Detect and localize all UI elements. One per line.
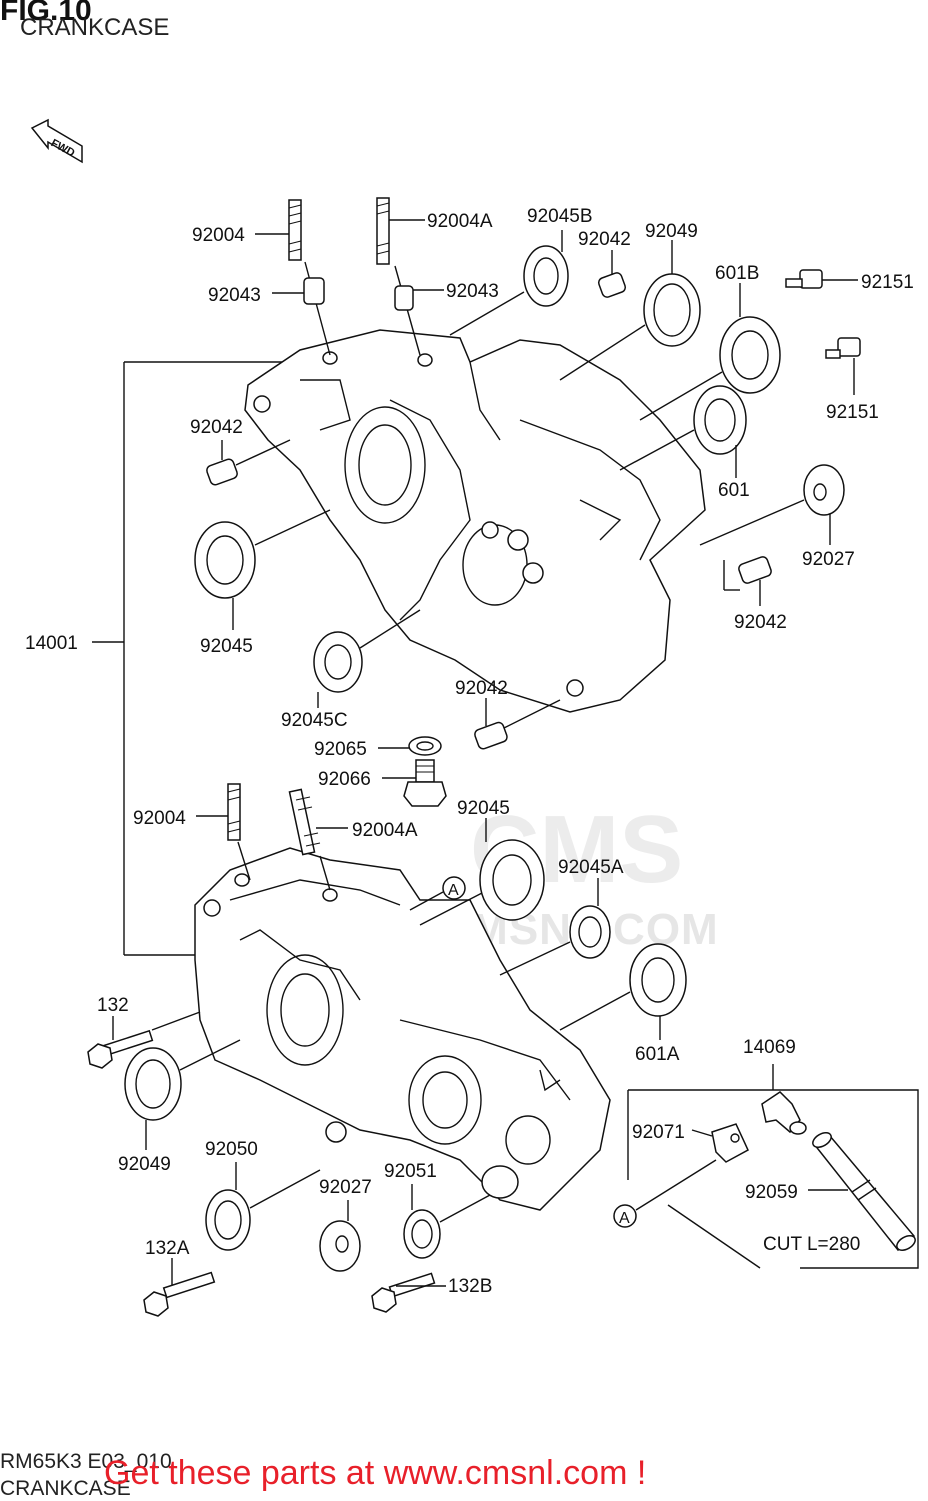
- label-14069: 14069: [743, 1037, 796, 1058]
- label-92151-bottom: 92151: [826, 402, 879, 423]
- label-92065: 92065: [314, 739, 367, 760]
- seal-92049-lower: [124, 1039, 241, 1150]
- label-92043-right: 92043: [446, 281, 499, 302]
- label-92045b: 92045B: [527, 206, 593, 227]
- bolt-132b: [371, 1272, 446, 1313]
- label-92004-lower: 92004: [133, 808, 186, 829]
- pin-92042-right: [723, 556, 772, 606]
- label-132: 132: [97, 995, 129, 1016]
- bearing-92045a: [499, 878, 611, 976]
- bearing-92045c: [313, 609, 421, 708]
- label-92042-left: 92042: [190, 417, 243, 438]
- breather-assembly-14069: [627, 1064, 919, 1269]
- seal-92051: [403, 1184, 491, 1259]
- bearing-92045b: [449, 230, 569, 336]
- drain-plug-92066: [382, 759, 447, 807]
- label-92045c: 92045C: [281, 710, 348, 731]
- label-92045-left: 92045: [200, 636, 253, 657]
- bearing-601a: [559, 943, 687, 1040]
- label-601b: 601B: [715, 263, 759, 284]
- label-92027-right: 92027: [802, 549, 855, 570]
- bearing-601b: [639, 283, 781, 421]
- footer-code: RM65K3 E03_010: [0, 1450, 172, 1473]
- label-14001: 14001: [25, 633, 78, 654]
- label-92045a: 92045A: [558, 857, 624, 878]
- seal-92050: [205, 1162, 321, 1251]
- stud-92004a-lower: [288, 788, 348, 891]
- pin-92042-center: [474, 698, 561, 750]
- fwd-arrow-icon: FWD: [30, 118, 83, 164]
- label-92050: 92050: [205, 1139, 258, 1160]
- label-92042-center: 92042: [455, 678, 508, 699]
- elbow-fitting: [761, 1091, 807, 1135]
- bolt-92151-bottom: [825, 337, 861, 395]
- label-92066: 92066: [318, 769, 371, 790]
- pin-92042-left: [206, 439, 291, 486]
- washer-92027-right: [699, 464, 845, 546]
- label-92049-lower: 92049: [118, 1154, 171, 1175]
- upper-crankcase-half: [244, 329, 706, 713]
- bolt-132: [87, 1011, 201, 1069]
- label-92004-upper: 92004: [192, 225, 245, 246]
- label-92042-right: 92042: [734, 612, 787, 633]
- hose-92059: [808, 1132, 916, 1252]
- ref-a-case-marker: A: [409, 876, 466, 911]
- label-92071: 92071: [632, 1122, 685, 1143]
- clamp-92071: [691, 1123, 749, 1163]
- bolt-132a: [143, 1258, 216, 1317]
- label-92059: 92059: [745, 1182, 798, 1203]
- washer-92027-lower: [319, 1200, 361, 1272]
- bearing-92045-left: [194, 509, 331, 630]
- label-cut-length: CUT L=280: [763, 1234, 860, 1255]
- ref-a-case: A: [448, 882, 459, 899]
- label-92045-lower: 92045: [457, 798, 510, 819]
- promo-link[interactable]: Get these parts at www.cmsnl.com !: [104, 1454, 647, 1492]
- ref-a-hose-marker: A: [613, 1159, 717, 1228]
- label-92051: 92051: [384, 1161, 437, 1182]
- seal-92049-upper: [559, 240, 701, 381]
- label-92004a-upper: 92004A: [427, 211, 493, 232]
- label-92042-top: 92042: [578, 229, 631, 250]
- label-92043-left: 92043: [208, 285, 261, 306]
- label-132a: 132A: [145, 1238, 190, 1259]
- figure-subtitle: CRANKCASE: [20, 14, 170, 41]
- bearing-92045-lower: [419, 818, 545, 926]
- assembly-bracket-14001: [92, 361, 290, 956]
- stud-92004-lower: [196, 783, 251, 881]
- ref-a-hose: A: [619, 1210, 630, 1227]
- dowel-92043-left: [272, 277, 325, 305]
- bearing-601: [619, 385, 747, 478]
- label-601a: 601A: [635, 1044, 680, 1065]
- bolt-92151-top: [785, 269, 858, 289]
- label-92004a-lower: 92004A: [352, 820, 418, 841]
- footer-name: CRANKCASE: [0, 1477, 131, 1500]
- lower-crankcase-half: [194, 847, 611, 1211]
- washer-92065: [378, 736, 442, 756]
- label-92049-upper: 92049: [645, 221, 698, 242]
- pin-92042-top: [597, 250, 627, 298]
- figure-title: FIG.10: [0, 0, 92, 27]
- label-132b: 132B: [448, 1276, 492, 1297]
- label-92027-lower: 92027: [319, 1177, 372, 1198]
- dowel-92043-right: [394, 285, 444, 311]
- label-92151-top: 92151: [861, 272, 914, 293]
- label-601: 601: [718, 480, 750, 501]
